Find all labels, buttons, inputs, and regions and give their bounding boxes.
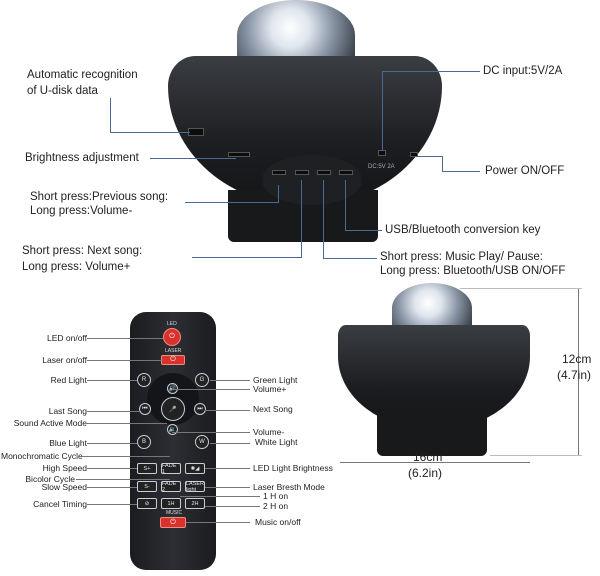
width-in: (6.2in) [408,466,443,480]
label-dc-input: DC input:5V/2A [483,65,563,77]
red-light-button[interactable]: R [137,373,151,387]
label-next-song: Next Song [253,404,293,414]
green-light-button[interactable]: G [195,373,209,387]
play-button[interactable] [317,170,331,175]
label-power: Power ON/OFF [485,165,565,177]
width-dimension-line [340,462,530,463]
laser-button-label: LASER [165,348,182,354]
dc-port-print: DC:5V 2A [368,164,395,170]
projector-base-side [377,410,487,456]
label-cancel-timing: Cancel Timing [33,499,87,509]
fade1-button[interactable]: FADE 1 [161,463,181,475]
usb-port [188,128,204,136]
label-music-1: Short press: Music Play/ Pause: [380,251,543,263]
label-next-2: Long press: Volume+ [22,261,131,273]
label-red-light: Red Light [50,375,87,385]
label-usb-disk-1: Automatic recognition [27,69,138,81]
sound-active-button[interactable]: 🎤 [161,397,185,421]
label-prev-2: Long press:Volume- [30,205,133,217]
last-song-button[interactable]: ⏮ [139,403,151,415]
timer-2h-button[interactable]: 2H [185,498,205,509]
remote-control: LED ⏻ LASER ⏻ R G 🔊 ⏮ 🎤 ⏭ 🔉 B W S+ FADE … [130,312,216,570]
label-usb-disk-2: of U-disk data [27,85,98,97]
label-white-light: White Light [255,437,298,447]
label-green-light: Green Light [253,375,298,385]
blue-light-button[interactable]: B [137,435,151,449]
led-brightness-button[interactable]: ✺◢ [185,463,205,474]
led-button-label: LED [167,321,177,327]
cancel-timing-button[interactable]: ⊘ [137,498,157,509]
label-blue-light: Blue Light [49,438,87,448]
label-led-onoff: LED on/off [46,333,87,343]
label-bicolor-cycle: Bicolor Cycle [25,474,75,484]
label-music-2: Long press: Bluetooth/USB ON/OFF [380,265,566,277]
height-in: (4.7in) [557,368,592,382]
label-volume-down: Volume- [253,427,285,437]
label-mono-cycle: Monochromatic Cycle [1,451,83,461]
label-led-brightness: LED Light Brightness [253,463,333,473]
label-slow-speed: Slow Speed [41,482,87,492]
width-cm: 16cm [413,450,443,464]
label-usb-bt-key: USB/Bluetooth conversion key [385,224,541,236]
next-song-button[interactable]: ⏭ [194,403,206,415]
laser-breath-button[interactable]: LASER light [185,480,205,493]
laser-power-button[interactable]: ⏻ [161,355,185,365]
music-power-button[interactable]: ⏻ [160,517,186,528]
white-light-button[interactable]: W [195,435,209,449]
label-laser-onoff: Laser on/off [42,355,87,365]
label-prev-1: Short press:Previous song: [30,191,169,203]
music-button-label: MUSIC [166,510,183,516]
high-speed-button[interactable]: S+ [137,463,157,474]
fade2-button[interactable]: FADE 2 [161,481,181,493]
timer-1h-button[interactable]: 1H [161,498,181,509]
label-1h-on: 1 H on [263,491,289,501]
label-music-onoff: Music on/off [255,517,301,527]
prev-button[interactable] [272,170,286,175]
height-cm: 12cm [562,352,592,366]
volume-down-button[interactable]: 🔉 [167,424,178,435]
mode-button[interactable] [339,170,353,175]
label-last-song: Last Song [48,406,87,416]
label-high-speed: High Speed [42,463,87,473]
label-laser-breath: Laser Bresth Mode [253,482,325,492]
label-next-1: Short press: Next song: [22,245,143,257]
crystal-dome-side [392,283,472,333]
power-switch[interactable] [410,152,418,157]
label-2h-on: 2 H on [263,501,289,511]
height-dimension-line [578,288,579,456]
brightness-slider[interactable] [228,152,250,157]
next-button[interactable] [295,170,309,175]
label-volume-up: Volume+ [253,384,287,394]
label-brightness: Brightness adjustment [25,152,139,164]
led-power-button[interactable]: ⏻ [163,328,181,346]
slow-speed-button[interactable]: S- [137,481,157,492]
label-sound-active: Sound Active Mode [13,418,87,428]
